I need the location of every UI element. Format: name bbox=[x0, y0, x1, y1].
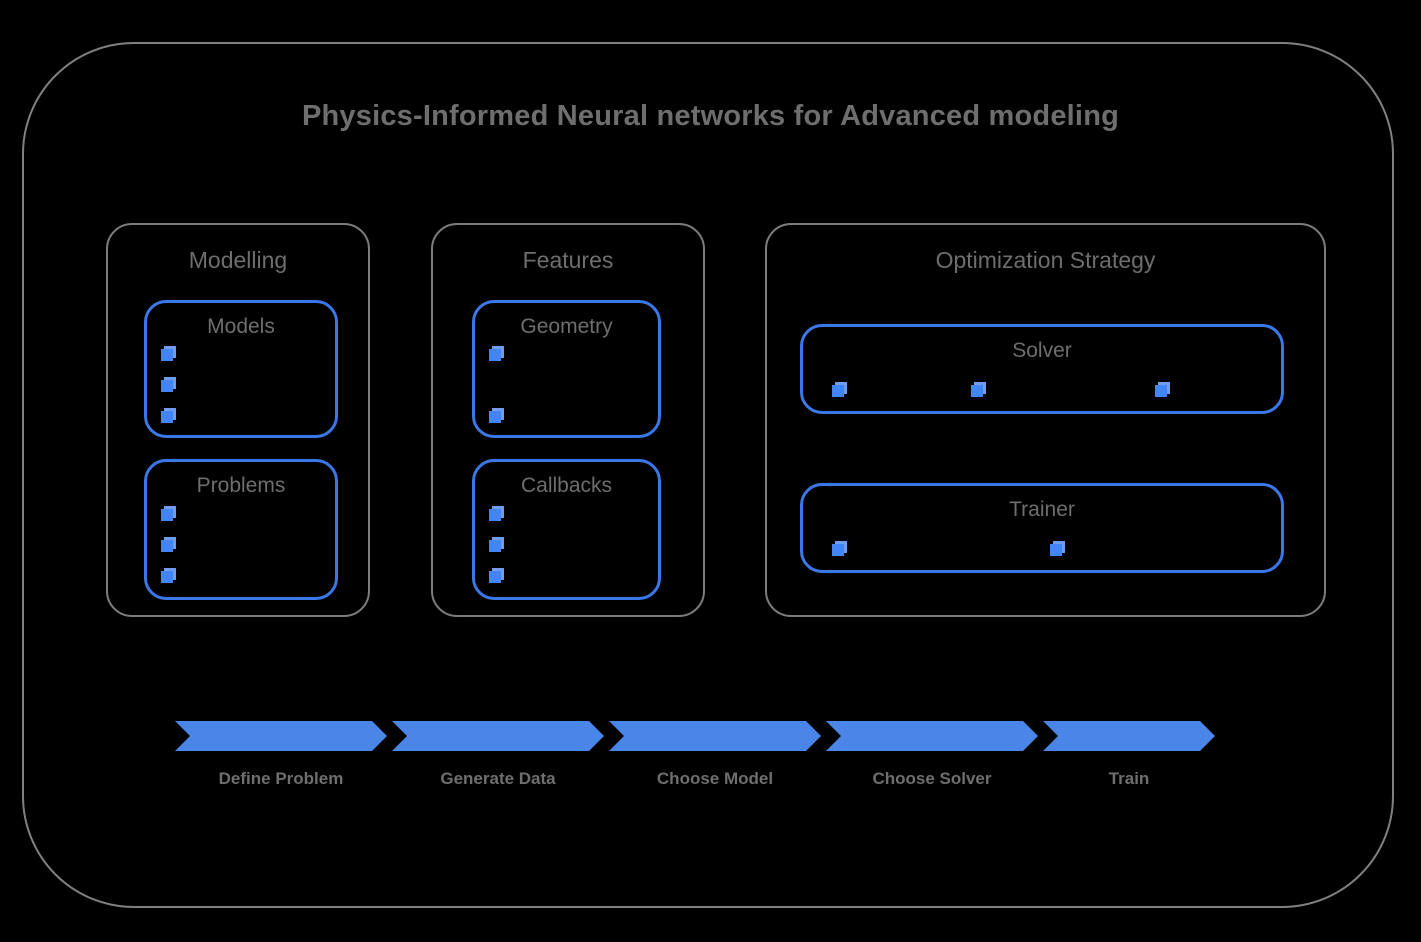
sub-box-title-problems: Problems bbox=[196, 474, 286, 497]
cube-icon bbox=[161, 568, 176, 583]
pipeline-step-label-2: Generate Data bbox=[440, 769, 556, 788]
pipeline-step-label-5: Train bbox=[1108, 769, 1150, 788]
cube-icon bbox=[161, 377, 176, 392]
diagram-outer-frame bbox=[22, 42, 1394, 908]
sub-box-title-models: Models bbox=[207, 315, 275, 338]
group-title-modelling: Modelling bbox=[188, 247, 288, 273]
group-title-optimization-strategy: Optimization Strategy bbox=[935, 247, 1156, 273]
sub-box-trainer[interactable]: Trainer bbox=[800, 483, 1284, 573]
cube-icon bbox=[971, 382, 986, 397]
sub-box-title-callbacks: Callbacks bbox=[520, 474, 613, 497]
pipeline-flow bbox=[175, 721, 1215, 751]
cube-icon bbox=[832, 541, 847, 556]
cube-icon bbox=[489, 408, 504, 423]
pipeline-step-label-1: Define Problem bbox=[218, 769, 344, 788]
sub-box-models[interactable]: Models bbox=[144, 300, 338, 438]
pipeline-step-arrow-2[interactable] bbox=[392, 721, 604, 751]
group-panel-features: Features bbox=[431, 223, 705, 617]
cube-icon bbox=[489, 506, 504, 521]
cube-icon bbox=[832, 382, 847, 397]
cube-icon bbox=[489, 537, 504, 552]
cube-icon bbox=[1155, 382, 1170, 397]
cube-icon bbox=[161, 537, 176, 552]
cube-icon bbox=[161, 346, 176, 361]
cube-icon bbox=[489, 568, 504, 583]
cube-icon bbox=[161, 506, 176, 521]
sub-box-problems[interactable]: Problems bbox=[144, 459, 338, 600]
pipeline-step-label-4: Choose Solver bbox=[872, 769, 992, 788]
cube-icon bbox=[489, 346, 504, 361]
group-title-features: Features bbox=[522, 247, 614, 273]
sub-box-title-trainer: Trainer bbox=[1009, 498, 1075, 521]
sub-box-callbacks[interactable]: Callbacks bbox=[472, 459, 661, 600]
sub-box-geometry[interactable]: Geometry bbox=[472, 300, 661, 438]
pipeline-step-label-3: Choose Model bbox=[656, 769, 774, 788]
cube-icon bbox=[161, 408, 176, 423]
pipeline-step-arrow-4[interactable] bbox=[826, 721, 1038, 751]
pipeline-step-arrow-1[interactable] bbox=[175, 721, 387, 751]
group-panel-modelling: Modelling bbox=[106, 223, 370, 617]
sub-box-title-solver: Solver bbox=[1012, 339, 1072, 362]
page-title: Physics-Informed Neural networks for Adv… bbox=[301, 100, 1120, 132]
group-panel-optimization-strategy: Optimization Strategy bbox=[765, 223, 1326, 617]
sub-box-title-geometry: Geometry bbox=[520, 315, 613, 338]
pipeline-step-arrow-3[interactable] bbox=[609, 721, 821, 751]
sub-box-solver[interactable]: Solver bbox=[800, 324, 1284, 414]
pipeline-step-arrow-5[interactable] bbox=[1043, 721, 1215, 751]
cube-icon bbox=[1050, 541, 1065, 556]
